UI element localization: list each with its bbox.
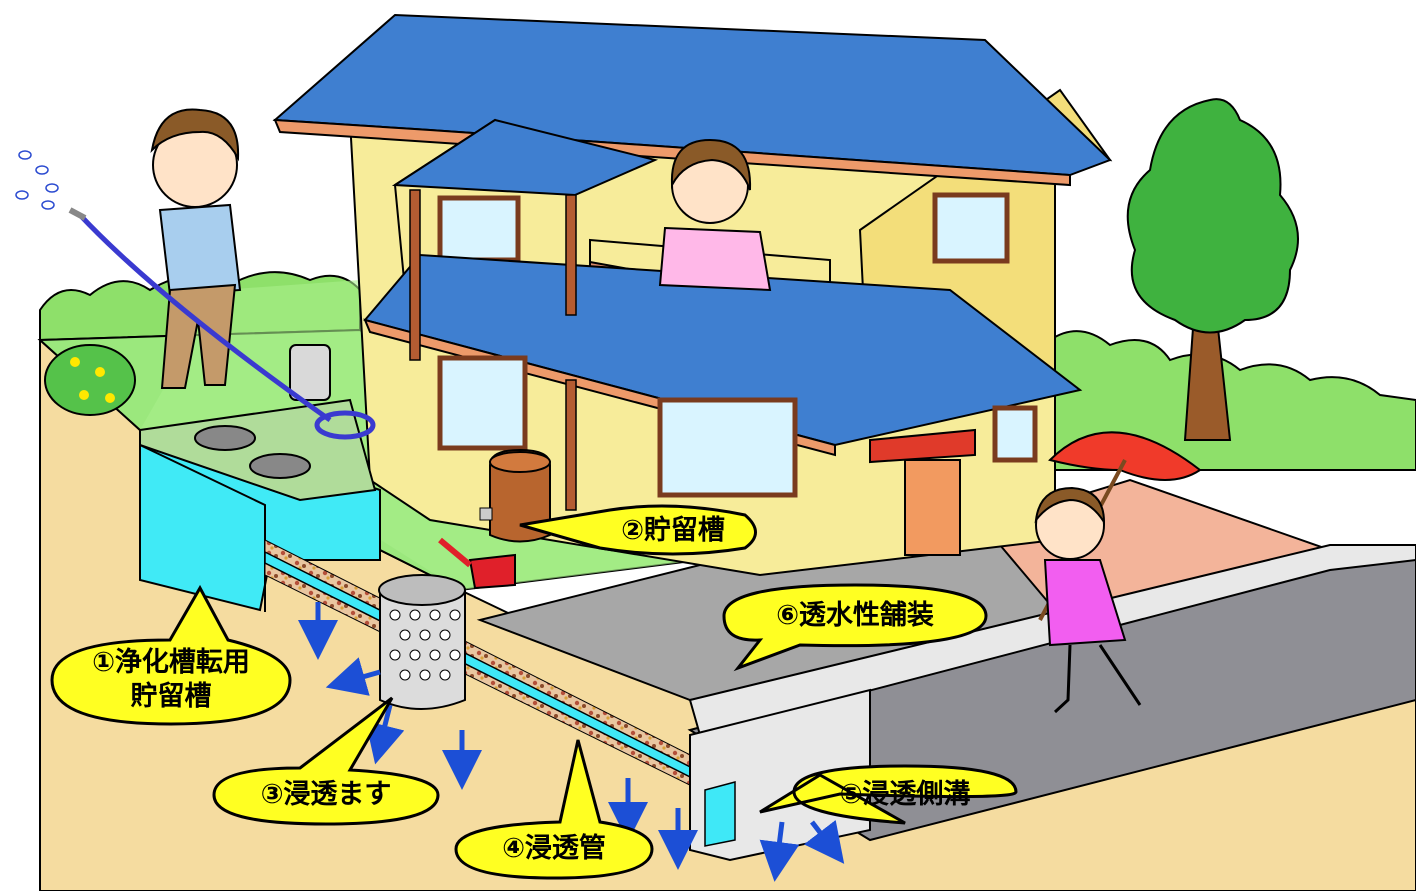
label-rain-barrel: ②貯留槽: [621, 515, 725, 547]
watering-can: [438, 537, 516, 590]
callout-shapes: [50, 504, 1018, 880]
label-septic-tank-storage: ①浄化槽転用 貯留槽: [92, 647, 250, 712]
man-with-hose: [15, 108, 332, 423]
label-infiltration-gutter: ⑤浸透側溝: [839, 779, 971, 811]
callout-bubble-1: [50, 584, 292, 726]
girl-with-umbrella: [1034, 431, 1202, 714]
callout-bubble-6: [722, 583, 988, 672]
rain-barrel: [479, 448, 551, 543]
infiltration-arrows: [298, 602, 845, 882]
house-illustration: [272, 13, 1113, 577]
hedge-right: [1049, 330, 1416, 471]
callout-bubble-4: [454, 739, 654, 880]
woman-on-balcony: [658, 138, 772, 292]
label-permeable-paving: ⑥透水性舗装: [776, 600, 934, 632]
callout-bubble-2: [519, 504, 757, 556]
pump: [289, 344, 376, 440]
infiltration-basin: [378, 574, 466, 710]
callout-bubble-3: [212, 696, 440, 826]
label-infiltration-pipe: ④浸透管: [502, 833, 606, 865]
label-infiltration-basin: ③浸透ます: [260, 779, 392, 811]
flower-bush: [44, 344, 136, 416]
callout-bubble-5: [759, 764, 1018, 825]
tree-illustration: [1126, 98, 1299, 441]
infiltration-gutter: [689, 688, 871, 862]
